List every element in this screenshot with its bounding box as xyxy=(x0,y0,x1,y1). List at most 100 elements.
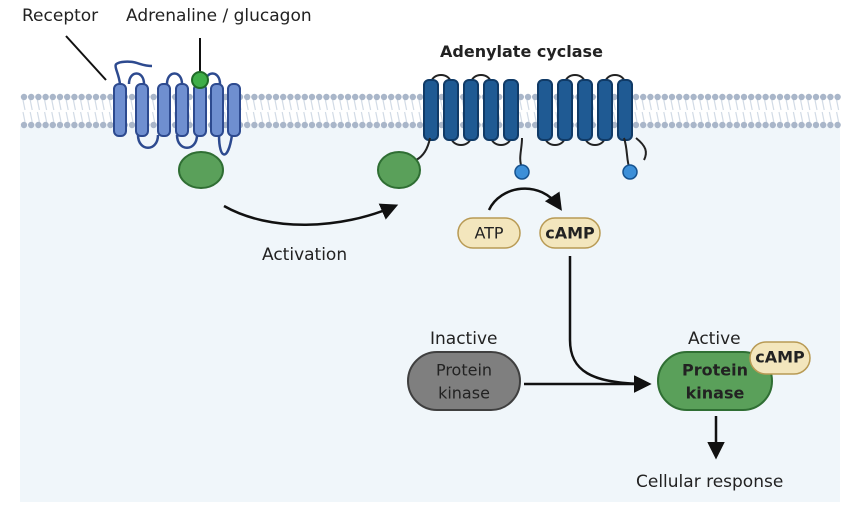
lipid-tail xyxy=(764,99,768,111)
receptor-helix-1 xyxy=(113,83,127,137)
lipid-tail xyxy=(310,111,314,123)
lipid-tail xyxy=(224,99,228,111)
lipid-head xyxy=(654,93,661,101)
lipid-tail xyxy=(101,99,105,111)
lipid-head xyxy=(805,93,812,101)
inactive-label: Inactive xyxy=(430,329,497,349)
receptor-pointer-line xyxy=(65,35,107,81)
enzyme-helix-2 xyxy=(443,79,459,141)
lipid-tail xyxy=(36,111,40,123)
protein-kinase-active-line1: Protein xyxy=(682,361,748,380)
lipid-head xyxy=(532,121,539,129)
protein-kinase-active xyxy=(657,351,773,411)
lipid-tail xyxy=(360,111,364,123)
lipid-tail xyxy=(303,111,307,123)
lipid-head xyxy=(388,121,395,129)
lipid-head xyxy=(661,93,668,101)
lipid-tail xyxy=(800,99,804,111)
enzyme-helix-5 xyxy=(503,79,519,141)
lipid-head xyxy=(28,93,35,101)
lipid-tail xyxy=(87,111,91,123)
lipid-tail xyxy=(778,111,782,123)
lipid-head xyxy=(719,93,726,101)
lipid-tail xyxy=(728,99,732,111)
camp-label: cAMP xyxy=(545,224,595,243)
lipid-head xyxy=(323,93,330,101)
atp-label: ATP xyxy=(474,224,503,243)
lipid-head xyxy=(344,93,352,101)
lipid-head xyxy=(85,121,93,129)
lipid-head xyxy=(668,121,676,129)
lipid-head xyxy=(373,121,380,129)
lipid-head xyxy=(63,121,71,129)
lipid-head xyxy=(63,93,71,101)
lipid-head xyxy=(683,121,690,129)
cellular-response-label: Cellular response xyxy=(636,472,783,492)
lipid-tail xyxy=(382,111,386,123)
lipid-tail xyxy=(404,99,408,111)
lipid-head xyxy=(726,121,733,129)
lipid-tail xyxy=(692,99,696,111)
lipid-head xyxy=(373,93,380,101)
lipid-tail xyxy=(814,111,818,123)
lipid-head xyxy=(337,121,344,129)
lipid-head xyxy=(337,93,344,101)
lipid-head xyxy=(330,121,337,129)
lipid-tail xyxy=(260,111,264,123)
lipid-tail xyxy=(749,111,753,123)
lipid-tail xyxy=(735,111,739,123)
lipid-tail xyxy=(339,99,343,111)
lipid-head xyxy=(517,121,524,129)
lipid-head xyxy=(301,121,308,129)
lipid-head xyxy=(416,121,424,129)
lipid-tail xyxy=(612,111,616,123)
lipid-head xyxy=(294,121,301,129)
camp-bound-label: cAMP xyxy=(755,348,805,367)
lipid-head xyxy=(244,121,251,129)
ligand-label: Adrenaline / glucagon xyxy=(126,6,312,26)
lipid-tail xyxy=(699,99,703,111)
lipid-head xyxy=(92,121,100,129)
lipid-head xyxy=(784,121,791,129)
cytoplasm xyxy=(20,126,840,502)
lipid-head xyxy=(258,93,265,101)
lipid-tail xyxy=(375,111,379,123)
enzyme-helix-7 xyxy=(557,79,573,141)
lipid-tail xyxy=(44,111,48,123)
lipid-head xyxy=(719,121,726,129)
lipid-tail xyxy=(807,99,811,111)
lipid-head xyxy=(301,93,308,101)
protein-kinase-inactive xyxy=(407,351,521,411)
g-protein-active xyxy=(377,151,421,189)
lipid-head xyxy=(776,121,784,129)
lipid-head xyxy=(654,121,661,129)
lipid-tail xyxy=(94,111,98,123)
lipid-head xyxy=(690,121,697,129)
lipid-tail xyxy=(72,111,76,123)
lipid-tail xyxy=(720,99,724,111)
lipid-head xyxy=(330,93,337,101)
receptor-helix-7 xyxy=(227,83,241,137)
lipid-head xyxy=(316,93,323,101)
lipid-tail xyxy=(29,111,33,123)
lipid-head xyxy=(35,93,42,101)
activation-label: Activation xyxy=(262,245,347,265)
lipid-head xyxy=(308,93,316,101)
lipid-head xyxy=(352,93,359,101)
lipid-tail xyxy=(368,99,372,111)
lipid-head xyxy=(294,93,301,101)
lipid-tail xyxy=(771,111,775,123)
lipid-head xyxy=(85,93,93,101)
lipid-tail xyxy=(634,111,638,123)
lipid-tail xyxy=(152,111,156,123)
lipid-head xyxy=(323,121,330,129)
lipid-head xyxy=(56,121,64,129)
lipid-tail xyxy=(411,111,415,123)
lipid-head xyxy=(316,121,323,129)
lipid-tail xyxy=(80,111,84,123)
lipid-tail xyxy=(281,111,285,123)
lipid-tail xyxy=(684,111,688,123)
lipid-tail xyxy=(742,111,746,123)
lipid-tail xyxy=(389,111,393,123)
